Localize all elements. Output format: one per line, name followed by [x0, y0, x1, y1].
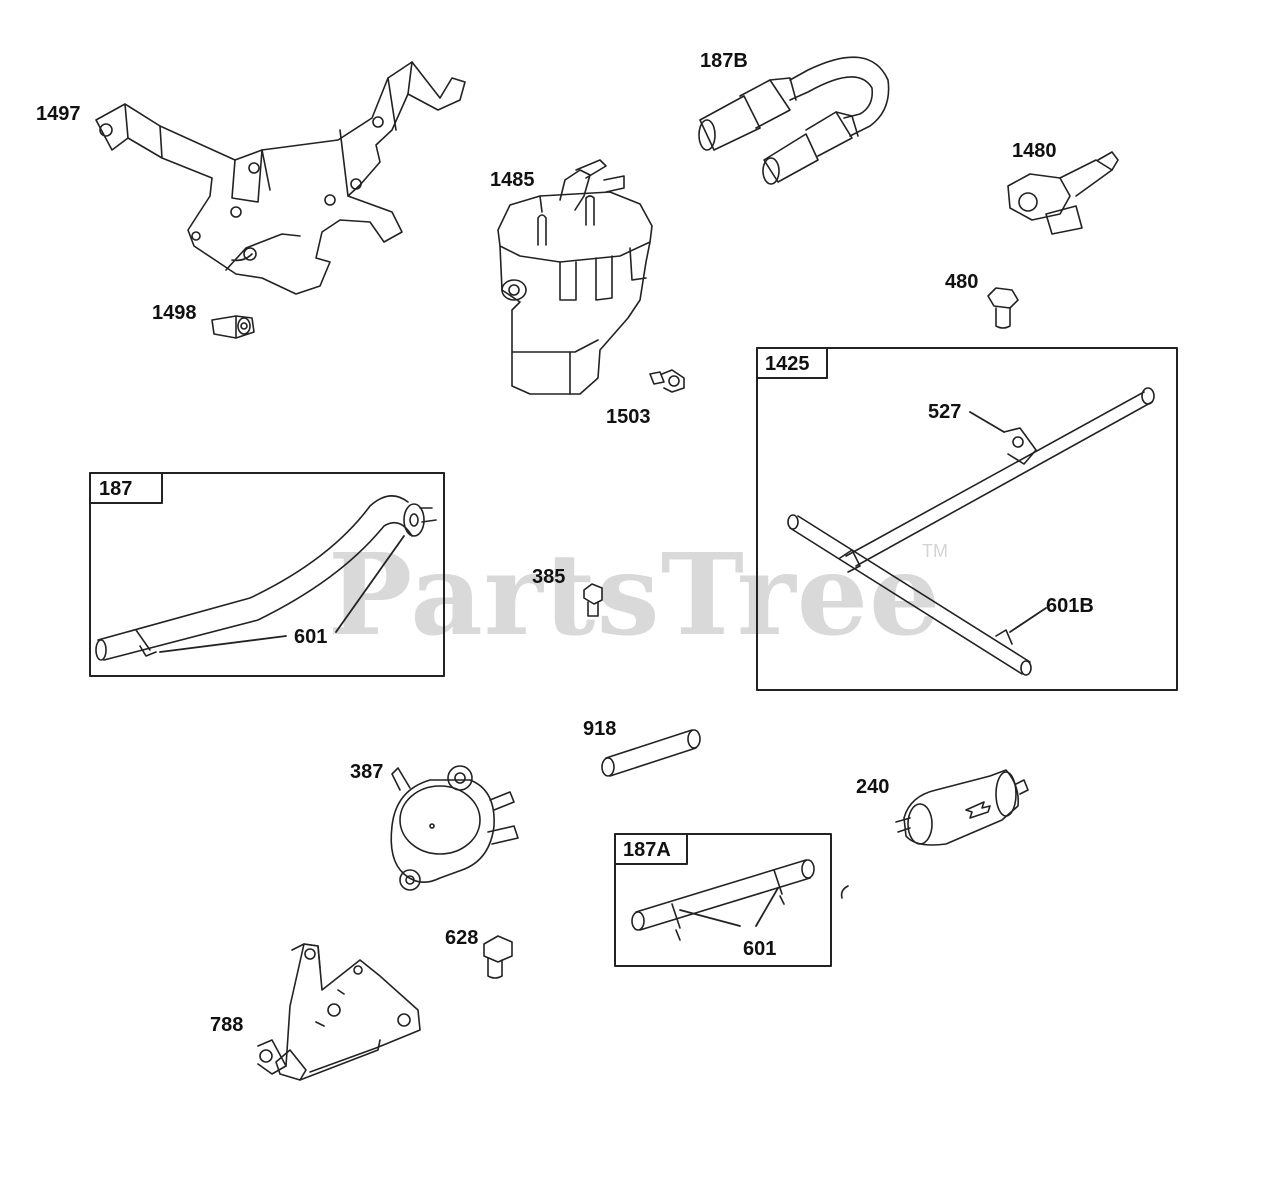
label-240[interactable]: 240	[856, 776, 890, 798]
label-1485[interactable]: 1485	[490, 169, 535, 191]
label-788[interactable]: 788	[210, 1014, 244, 1036]
label-1480[interactable]: 1480	[1012, 140, 1057, 162]
part-387-fuel-pump[interactable]	[390, 765, 519, 891]
fragment-arc	[840, 885, 849, 899]
label-1497[interactable]: 1497	[36, 103, 81, 125]
part-1503-bolt[interactable]	[649, 369, 685, 393]
part-788-bracket[interactable]	[257, 943, 421, 1081]
leader-lines	[159, 411, 1047, 927]
label-918[interactable]: 918	[583, 718, 617, 740]
part-628-bolt[interactable]	[483, 935, 513, 979]
part-480-bolt[interactable]	[987, 287, 1019, 329]
part-187-hose[interactable]	[95, 495, 437, 661]
label-480[interactable]: 480	[945, 271, 979, 293]
label-601-hose[interactable]: 601	[294, 626, 328, 648]
part-1498-nut[interactable]	[211, 315, 255, 339]
part-187a-hose[interactable]	[631, 859, 815, 941]
part-1497-bracket[interactable]	[95, 61, 466, 295]
part-187b-hose[interactable]	[698, 56, 890, 185]
part-385-bolt[interactable]	[583, 583, 603, 617]
group-box-187a	[614, 833, 832, 967]
label-387[interactable]: 387	[350, 761, 384, 783]
label-601b[interactable]: 601B	[1046, 595, 1094, 617]
label-601-clamp[interactable]: 601	[743, 938, 777, 960]
part-1480-sensor[interactable]	[1007, 151, 1119, 235]
watermark-trademark: TM	[922, 541, 948, 561]
group-tag-187a: 187A	[623, 839, 671, 861]
group-box-187	[89, 472, 445, 677]
label-1498[interactable]: 1498	[152, 302, 197, 324]
group-tag-1425: 1425	[765, 353, 810, 375]
part-1425-fuel-line[interactable]	[787, 387, 1155, 676]
label-527[interactable]: 527	[928, 401, 962, 423]
part-240-fuel-filter[interactable]	[895, 769, 1029, 846]
label-187b[interactable]: 187B	[700, 50, 748, 72]
group-tag-187: 187	[99, 478, 133, 500]
label-1503[interactable]: 1503	[606, 406, 651, 428]
label-385[interactable]: 385	[532, 566, 566, 588]
part-918-sleeve[interactable]	[601, 729, 701, 777]
group-box-1425	[756, 347, 1178, 691]
part-1485-fuel-module[interactable]	[497, 159, 653, 395]
label-628[interactable]: 628	[445, 927, 479, 949]
